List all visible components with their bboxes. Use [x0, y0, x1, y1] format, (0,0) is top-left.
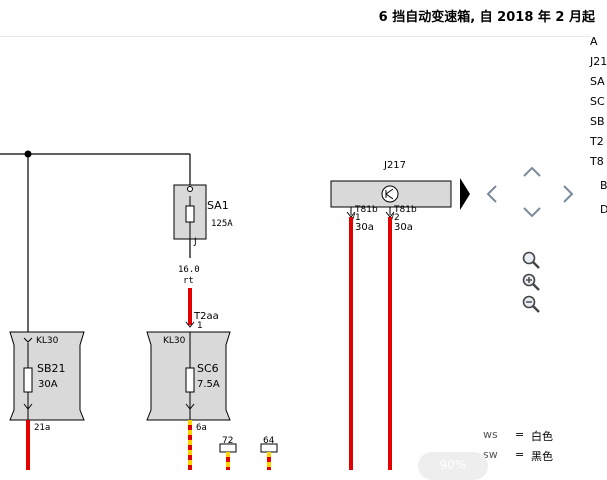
color-code: sw: [483, 448, 498, 461]
j217-pin-2: /2: [391, 213, 400, 223]
color-code: ws: [483, 428, 498, 441]
connector-t2aa: T2aa: [193, 311, 219, 322]
j217-transistor-symbol: [381, 185, 399, 203]
color-name: 白色: [531, 430, 553, 443]
zoom-out-icon[interactable]: [521, 294, 541, 314]
chevron-left-icon[interactable]: [484, 184, 498, 204]
sb21-rating: 30A: [38, 379, 58, 390]
sb21-name: SB21: [37, 362, 66, 375]
wire-gauge: 16.0: [178, 265, 200, 275]
chevron-right-icon[interactable]: [562, 184, 576, 204]
side-legend-extra: D: [600, 203, 607, 216]
side-legend-item: SA: [590, 75, 605, 88]
sa1-pin-label: J: [193, 237, 197, 247]
j217-t81b-1: T81b: [354, 205, 378, 215]
sa1-pin-top: [187, 186, 193, 192]
expand-triangle-icon: [460, 178, 470, 210]
sb21-fuse-symbol: [23, 367, 33, 393]
j217-pin-1: /1: [352, 213, 361, 223]
side-legend-item: T8: [590, 155, 604, 168]
chevron-down-icon[interactable]: [522, 206, 542, 220]
side-legend-item: J21: [590, 55, 607, 68]
sa1-name: SA1: [207, 199, 229, 212]
color-legend-row: ws = 白色: [483, 428, 553, 448]
j217-wire-label-1: 30a: [355, 222, 374, 233]
side-legend-item: SB: [590, 115, 605, 128]
sa1-rating: 125A: [211, 219, 233, 229]
header-divider: [0, 36, 590, 37]
zoom-level-badge[interactable]: 90%: [418, 452, 488, 480]
connector-72-label: 72: [222, 436, 233, 446]
sa1-fuse-symbol: [185, 205, 195, 223]
side-legend-item: A: [590, 35, 598, 48]
equals-sign: =: [515, 428, 525, 441]
sb21-terminal: KL30: [36, 336, 59, 346]
chevron-up-icon[interactable]: [522, 164, 542, 178]
pan-controls: [482, 160, 582, 320]
page-title: 6 挡自动变速箱, 自 2018 年 2 月起: [378, 10, 595, 25]
color-legend: ws = 白色 sw = 黑色: [483, 428, 553, 468]
sb21-output: 21a: [34, 423, 50, 433]
zoom-search-icon[interactable]: [521, 250, 541, 270]
side-legend-item: T2: [590, 135, 604, 148]
side-legend-item: SC: [590, 95, 605, 108]
sc6-name: SC6: [197, 362, 219, 375]
wire-color-code: rt: [183, 276, 194, 286]
j217-name: J217: [383, 160, 406, 171]
color-legend-row: sw = 黑色: [483, 448, 553, 468]
wiring-diagram: SA1 125A J 16.0 rt T2aa 1 KL30 SB21 30A …: [0, 150, 470, 470]
connector-64-label: 64: [263, 436, 275, 446]
j217-t81b-2: T81b: [393, 205, 417, 215]
zoom-in-icon[interactable]: [521, 272, 541, 292]
side-legend: A J21 SA SC SB T2 T8 B D: [590, 32, 607, 220]
equals-sign: =: [515, 448, 525, 461]
side-legend-extra: B: [600, 179, 607, 192]
color-name: 黑色: [531, 450, 553, 463]
sc6-output: 6a: [196, 423, 207, 433]
connector-pin-1: 1: [197, 321, 203, 331]
j217-wire-label-2: 30a: [394, 222, 413, 233]
sc6-terminal: KL30: [163, 336, 186, 346]
sc6-rating: 7.5A: [197, 379, 220, 390]
sc6-fuse-symbol: [185, 367, 195, 393]
